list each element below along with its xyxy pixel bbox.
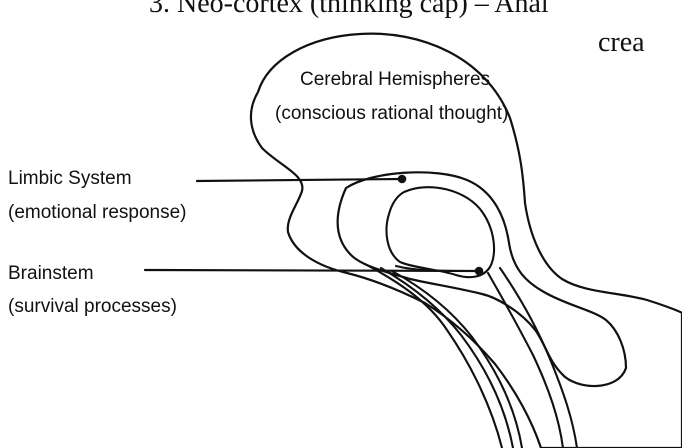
limbic-system-subtitle: (emotional response) bbox=[8, 202, 186, 225]
brainstem-outline-left bbox=[365, 264, 502, 448]
brainstem-title: Brainstem bbox=[8, 263, 94, 286]
header-line-2: crea bbox=[598, 29, 645, 57]
cerebral-outline bbox=[251, 34, 682, 448]
brainstem-pointer-line bbox=[145, 270, 479, 271]
limbic-system-title: Limbic System bbox=[8, 168, 132, 191]
brainstem-outline-far-right bbox=[500, 268, 577, 448]
limbic-pointer-line bbox=[197, 179, 402, 181]
inner-limbic-loop bbox=[387, 187, 495, 277]
limbic-outline bbox=[338, 172, 626, 386]
cerebral-hemispheres-title: Cerebral Hemispheres bbox=[300, 69, 490, 92]
brainstem-pointer-dot bbox=[475, 267, 484, 276]
limbic-pointer-dot bbox=[398, 175, 407, 184]
cerebral-hemispheres-subtitle: (conscious rational thought) bbox=[275, 103, 508, 126]
brainstem-subtitle: (survival processes) bbox=[8, 296, 177, 319]
header-line-1: 3. Neo-cortex (thinking cap) – Anal bbox=[149, 0, 549, 18]
